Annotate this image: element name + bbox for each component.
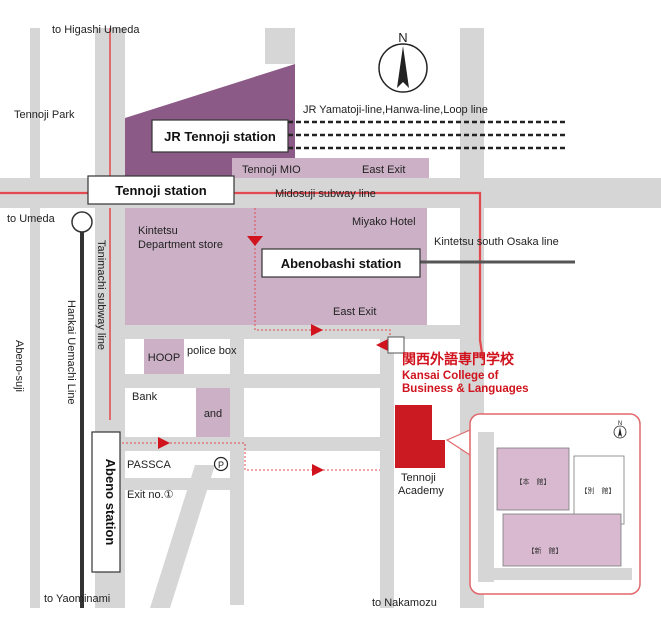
bank-label: Bank [132,391,158,403]
school-name-en-2: Business & Languages [402,383,529,395]
tennoji-academy-label-1: Tennoji [401,472,436,484]
abeno-station-label: Abeno station [103,459,118,546]
tennoji-mio-block [232,158,429,178]
abeno-suji-label: Abeno-suji [13,340,25,392]
school-labels: 関西外語専門学校 Kansai College of Business & La… [402,351,529,395]
road-abeno-suji [30,28,40,608]
road-academy-vertical [380,325,394,608]
exit-no1-label: Exit no.① [127,489,174,501]
arrow-left [376,339,388,351]
to-yaominami-label: to Yaominami [44,593,110,605]
arrow-right-3 [312,464,324,476]
umeda-station-circle [71,211,93,233]
school-name-jp: 関西外語専門学校 [402,351,515,367]
road-inner-vertical [230,325,244,605]
passca-label: PASSCA [127,459,171,471]
direction-labels: to Higashi Umeda to Umeda to Yaominami t… [7,24,437,609]
abenobashi-box [261,248,421,278]
east-exit-bottom-label: East Exit [333,306,376,318]
tennoji-mio-label: Tennoji MIO [242,164,301,176]
kintetsu-store-label-2: Department store [138,239,223,251]
jr-tennoji-station-label: JR Tennoji station [164,129,276,144]
to-higashi-umeda-label: to Higashi Umeda [52,24,140,36]
svg-text:N: N [618,421,622,427]
arrow-right-1 [311,324,323,336]
tennoji-park-label: Tennoji Park [14,109,75,121]
kintetsu-line-label: Kintetsu south Osaka line [434,236,559,248]
east-exit-top-label: East Exit [362,164,405,176]
inset-pointer [445,429,471,457]
road-north-vertical [265,28,295,64]
road-passca-horizontal [125,437,380,451]
police-box-block [184,339,230,374]
north-letter: N [398,30,407,45]
jr-line-label: JR Yamatoji-line,Hanwa-line,Loop line [303,104,488,116]
to-umeda-label: to Umeda [7,213,56,225]
inset-main-building [496,447,570,511]
police-box-label: police box [187,345,237,357]
tanimachi-line-label: Tanimachi subway line [95,240,107,350]
inset-new-label: 【新 館】 [528,546,563,555]
school-building [395,405,445,468]
abenobashi-station-label: Abenobashi station [281,256,402,271]
arrow-down [247,236,263,246]
school-name-en-1: Kansai College of [402,370,499,382]
inset-annex-building [573,455,625,525]
and-block [196,388,230,437]
miyako-hotel-label: Miyako Hotel [352,216,416,228]
road-bank-horizontal [125,374,380,388]
inset-north-icon: N [613,421,627,439]
north-arrow-icon: N [378,30,428,93]
tennoji-station-label: Tennoji station [115,183,207,198]
inset-main-label: 【本 館】 [516,477,551,486]
arrow-right-2 [158,437,170,449]
to-nakamozu-label: to Nakamozu [372,597,437,609]
jr-tennoji-box [151,119,289,153]
midosuji-line-label: Midosuji subway line [275,188,376,200]
hoop-label: HOOP [148,352,180,364]
road-diagonal [150,465,215,608]
jr-lines [280,120,565,150]
road-lower-horizontal [125,478,230,490]
hoop-block [144,339,184,374]
abeno-box [91,431,121,573]
parking-icon [213,456,229,472]
and-label: and [204,408,222,420]
route-arrows [158,236,388,476]
kintetsu-store-label-1: Kintetsu [138,225,178,237]
place-labels: Tennoji Park Tennoji MIO East Exit Kinte… [14,109,444,501]
east-exit-marker [387,336,405,354]
road-middle-horizontal [125,325,480,339]
campus-inset: 【本 館】 【別 館】 【新 館】 N [445,413,641,595]
parking-letter: P [218,460,224,470]
hankai-line-label: Hankai Uemachi Line [65,300,77,405]
station-boxes: JR Tennoji station Tennoji station Abeno… [87,119,421,573]
midosuji-line [0,28,485,361]
line-labels: JR Yamatoji-line,Hanwa-line,Loop line Mi… [13,104,559,405]
tennoji-box [87,175,235,205]
tennoji-academy-label-2: Academy [398,485,444,497]
inset-annex-label: 【別 館】 [581,486,616,495]
inset-new-building [502,513,622,567]
